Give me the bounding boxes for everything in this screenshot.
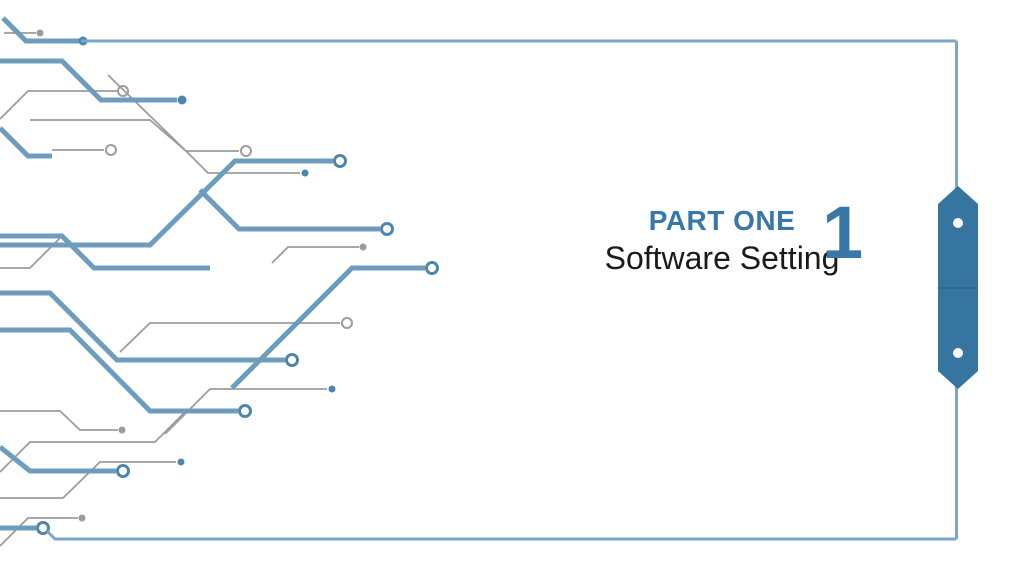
title-block: PART ONE Software Setting bbox=[562, 204, 882, 276]
badge-hole-top bbox=[953, 218, 963, 228]
section-number: 1 bbox=[822, 191, 864, 274]
frame-border bbox=[45, 39, 958, 541]
badge-hole-bottom bbox=[953, 348, 963, 358]
circuit-traces-blue bbox=[0, 16, 439, 535]
section-title: Software Setting bbox=[604, 239, 840, 276]
part-label: PART ONE bbox=[648, 205, 796, 236]
hexagon-badge-icon bbox=[938, 186, 978, 389]
